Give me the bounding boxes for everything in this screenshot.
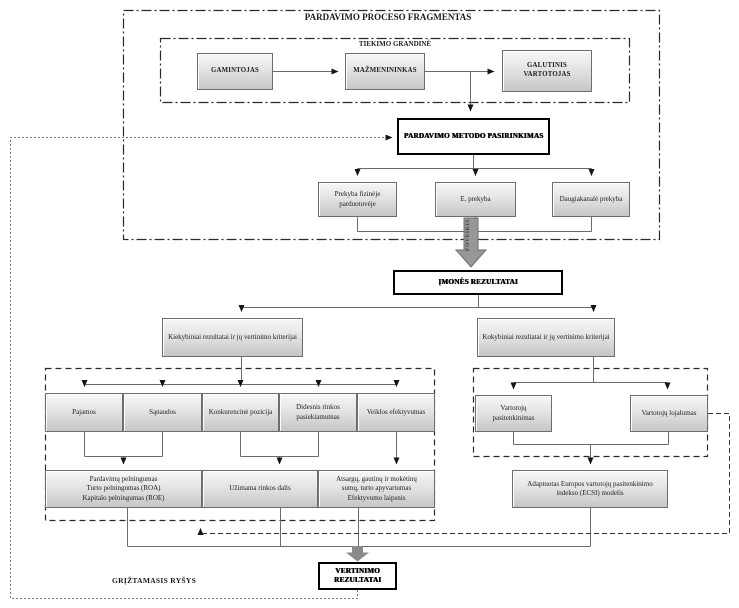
multichannel-box: Daugiakanalė prekyba <box>552 182 630 217</box>
consumer-satisfaction-box: Vartotojų pasitenkinimas <box>475 395 552 432</box>
qualitative-header-box: Kokybiniai rezultatai ir jų vertinimo kr… <box>477 318 615 357</box>
turnover-line: sumų, turto apyvartumas <box>341 484 412 493</box>
quantitative-header-box: Kiekybiniai rezultatai ir jų vertinimo k… <box>162 318 303 357</box>
impact-arrow-label: POVEIKIS <box>465 218 471 252</box>
qualitative-group-frame <box>472 367 709 458</box>
feedback-label: GRĮŽTAMASIS RYŠYS <box>112 576 197 585</box>
costs-box: Sąnaudos <box>123 393 202 432</box>
profitability-line: Pardavimų pelningumas <box>89 475 158 484</box>
turnover-line: Atsargų, gautinų ir mokėtinų <box>336 475 417 484</box>
end-consumer-box: GALUTINIS VARTOTOJAS <box>502 50 592 92</box>
revenue-box: Pajamos <box>45 393 123 432</box>
process-fragment-frame <box>122 9 661 241</box>
supply-chain-frame <box>159 37 631 104</box>
competitive-position-box: Konkurencinė pozicija <box>202 393 279 432</box>
producer-box: GAMINTOJAS <box>197 53 273 90</box>
method-selection-box: PARDAVIMO METODO PASIRINKIMAS <box>397 118 550 155</box>
turnover-line: Efektyvumo laipsnis <box>347 493 406 502</box>
efficiency-box: Veiklos efektyvumas <box>357 393 435 432</box>
profitability-line: Kapitalo pelningumas (ROE) <box>82 493 165 502</box>
physical-store-box: Prekyba fizinėje parduotuvėje <box>318 182 397 217</box>
market-share-box: Užimama rinkos dalis <box>202 470 318 508</box>
diagram-title: PARDAVIMO PROCESO FRAGMENTAS <box>304 12 472 22</box>
evaluation-results-box: VERTINIMO REZULTATAI <box>318 562 397 590</box>
e-commerce-box: E. prekyba <box>435 182 516 217</box>
market-reach-box: Didesnis rinkos pasiekiamumas <box>279 393 357 432</box>
company-results-box: ĮMONĖS REZULTATAI <box>393 270 563 295</box>
profitability-line: Turto pelningumas (ROA) <box>86 484 161 493</box>
retailer-box: MAŽMENININKAS <box>345 53 425 90</box>
profitability-metrics-box: Pardavimų pelningumas Turto pelningumas … <box>45 470 202 508</box>
turnover-metrics-box: Atsargų, gautinų ir mokėtinų sumų, turto… <box>318 470 435 508</box>
supply-chain-title: TIEKIMO GRANDINĖ <box>358 40 432 48</box>
quantitative-group-frame <box>44 367 436 522</box>
ecsi-model-box: Adaptuotas Europos vartotojų pasitenkini… <box>512 470 668 508</box>
impact-arrow <box>454 217 488 268</box>
evaluation-entry-arrow <box>346 546 369 562</box>
feedback-dotted-path <box>10 134 393 599</box>
consumer-loyalty-box: Vartotojų lojalumas <box>630 395 708 432</box>
loyalty-feedback-dashed-path <box>197 413 730 535</box>
